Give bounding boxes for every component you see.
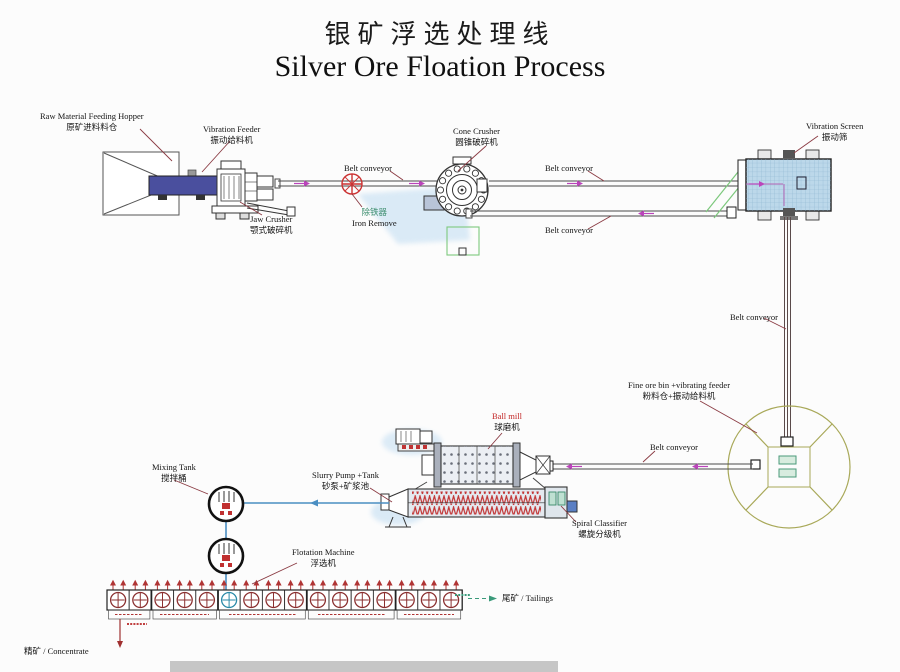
belt-conveyor-label-1: Belt conveyor <box>344 163 392 173</box>
raw-hopper-label: Raw Material Feeding Hopper 原矿进料料仓 <box>40 111 144 132</box>
cone-crusher <box>423 156 489 256</box>
spiral-classifier-label: Spiral Classifier 螺旋分级机 <box>572 518 628 539</box>
fine-ore-bin <box>727 405 851 529</box>
concentrate-label: 精矿 / Concentrate <box>24 646 89 656</box>
vibration-feeder-label: Vibration Feeder 振动给料机 <box>203 124 261 145</box>
conveyor-end-box <box>780 436 794 447</box>
mixing-tank-1 <box>207 485 245 523</box>
ball-mill <box>395 428 551 488</box>
belt-conveyor-label-2: Belt conveyor <box>545 163 593 173</box>
flow-arrows <box>294 180 765 470</box>
belt-conveyor-4-vertical <box>784 217 791 442</box>
vibration-screen-label: Vibration Screen 振动筛 <box>806 121 864 142</box>
slurry-pipes <box>225 499 389 592</box>
ball-mill-label: Ball mill 球磨机 <box>492 411 522 432</box>
mixing-tank-label: Mixing Tank 搅拌桶 <box>152 462 196 483</box>
belt-conveyor-2 <box>489 180 746 187</box>
page-title-english: Silver Ore Floation Process <box>274 50 606 83</box>
belt-conveyor-3-return <box>465 206 737 219</box>
belt-conveyor-label-4: Belt conveyor <box>730 312 778 322</box>
slurry-pump-label: Slurry Pump +Tank 砂泵+矿浆池 <box>312 470 380 491</box>
jaw-crusher-label: Jaw Crusher 颚式破碎机 <box>250 214 293 235</box>
concentrate-line <box>117 619 147 648</box>
tailings-label: 尾矿 / Tailings <box>502 593 553 603</box>
spiral-classifier <box>380 477 578 528</box>
belt-conveyor-label-5: Belt conveyor <box>650 442 698 452</box>
vibration-screen <box>737 149 832 221</box>
leader-lines <box>139 128 819 585</box>
iron-remove-label: 除铁器 Iron Remove <box>352 207 397 228</box>
belt-conveyor-label-3: Belt conveyor <box>545 225 593 235</box>
mixing-tank-2 <box>207 537 245 575</box>
jaw-crusher <box>211 160 296 220</box>
iron-remover <box>341 173 363 195</box>
fine-ore-bin-label: Fine ore bin +vibrating feeder 粉料仓+振动给料机 <box>628 380 731 401</box>
flotation-machine-label: Flotation Machine 浮选机 <box>292 547 355 568</box>
flotation-machine-row <box>106 579 463 620</box>
cone-crusher-label: Cone Crusher 圆锥破碎机 <box>453 126 500 147</box>
bottom-grey-strip <box>170 661 558 672</box>
tailings-line <box>455 594 497 602</box>
page-title-chinese: 银矿浮选处理线 <box>324 20 556 50</box>
